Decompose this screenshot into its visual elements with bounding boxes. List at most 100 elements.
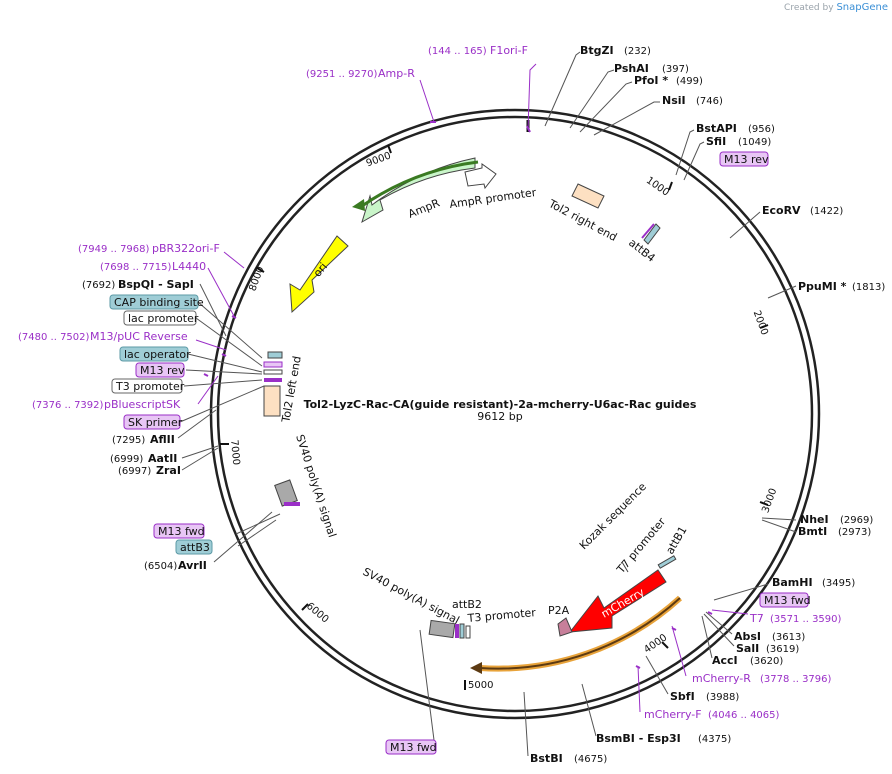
leader-line (179, 301, 435, 741)
enzyme-position: (3988) (706, 692, 739, 703)
leader-line (523, 691, 529, 757)
tag-label[interactable]: M13 rev (140, 364, 185, 377)
primer-name[interactable]: Amp-R (378, 67, 415, 80)
enzyme-position: (4675) (574, 754, 607, 765)
enzyme-name[interactable]: BamHI (772, 576, 813, 589)
tol2-left-feature[interactable] (263, 385, 281, 417)
tag-label[interactable]: SK primer (128, 416, 183, 429)
leader-line (713, 583, 769, 601)
tick-mark (387, 144, 392, 154)
feature-tags: M13 rev CAP binding site lac promoter la… (109, 151, 811, 755)
enzyme-position: (3619) (766, 644, 799, 655)
tick-label: 3000 (760, 487, 779, 515)
p2a-label: P2A (548, 604, 570, 617)
primer-name[interactable]: F1ori-F (490, 44, 528, 57)
t3-promoter-mark (263, 369, 283, 375)
enzyme-name[interactable]: AflII (150, 433, 175, 446)
enzyme-name[interactable]: SbfI (670, 690, 695, 703)
tol2-right-feature[interactable] (571, 183, 605, 209)
enzyme-name[interactable]: BmtI (798, 525, 827, 538)
leader-line (675, 129, 695, 176)
attb3-mark (284, 502, 300, 506)
attb4-primer-mark (641, 223, 655, 239)
tag-box (111, 378, 183, 394)
attb4-label: attB4 (626, 236, 658, 265)
tag-label[interactable]: T3 promoter (115, 380, 185, 393)
primer-name[interactable]: pBR322ori-F (152, 242, 220, 255)
attb2-label: attB2 (452, 598, 482, 611)
enzyme-name[interactable]: AbsI (734, 630, 761, 643)
enzyme-name[interactable]: AatII (148, 452, 177, 465)
enzyme-name[interactable]: BstBI (530, 752, 563, 765)
mcherry-feature[interactable] (568, 569, 667, 633)
enzyme-position: (2969) (840, 515, 873, 526)
sv40-bottom-feature[interactable] (428, 619, 456, 639)
tag-box (135, 362, 185, 378)
enzyme-name[interactable]: BsmBI - Esp3I (596, 732, 681, 745)
leader-line (593, 101, 660, 136)
tag-label[interactable]: M13 fwd (158, 525, 205, 538)
enzyme-name[interactable]: SfiI (706, 135, 726, 148)
enzyme-position: (6997) (118, 466, 151, 477)
primer-name[interactable]: T7 (749, 612, 764, 625)
ori-feature[interactable] (289, 235, 349, 314)
primer-name[interactable]: mCherry-R (692, 672, 751, 685)
primer-mark (203, 373, 209, 377)
credit-prefix: Created by (784, 3, 834, 13)
enzyme-name[interactable]: NsiI (662, 94, 686, 107)
primer-name[interactable]: mCherry-F (644, 708, 702, 721)
kozak-mark (621, 561, 629, 573)
enzyme-name[interactable]: AccI (712, 654, 738, 667)
primer-name[interactable]: M13/pUC Reverse (90, 330, 188, 343)
tick-label: 4000 (642, 632, 669, 656)
snapgene-credit: Created by SnapGene (784, 2, 888, 13)
enzyme-name[interactable]: SalI (736, 642, 759, 655)
mcherry-cds-arrowhead (470, 662, 482, 674)
enzyme-name[interactable]: BstAPI (696, 122, 737, 135)
enzyme-position: (6999) (110, 454, 143, 465)
attb4-feature[interactable] (643, 223, 661, 245)
enzyme-name[interactable]: BspQI - SapI (118, 278, 194, 291)
tag-box (119, 346, 189, 362)
enzyme-position: (397) (662, 64, 689, 75)
primer-leader (527, 63, 537, 131)
tag-label[interactable]: lac promoter (128, 312, 199, 325)
enzyme-position: (7692) (82, 280, 115, 291)
sv40-bottom-label: SV40 poly(A) signal (361, 565, 462, 627)
tag-label[interactable]: lac operator (124, 348, 191, 361)
leader-line (703, 613, 735, 647)
enzyme-name[interactable]: BtgZI (580, 44, 614, 57)
tag-label[interactable]: CAP binding site (114, 296, 204, 309)
p2a-feature[interactable] (557, 617, 573, 637)
enzyme-name[interactable]: PpuMI * (798, 280, 847, 293)
tag-label[interactable]: M13 fwd (764, 594, 811, 607)
enzyme-name[interactable]: NheI (800, 513, 829, 526)
enzyme-name[interactable]: PfoI * (634, 74, 668, 87)
primer-range: (144 .. 165) (428, 46, 487, 57)
enzyme-position: (1422) (810, 206, 843, 217)
tag-label[interactable]: M13 fwd (390, 741, 437, 754)
primer-name[interactable]: pBluescriptSK (104, 398, 181, 411)
leader-line (729, 211, 761, 239)
primer-leader (197, 375, 219, 405)
primer-name[interactable]: L4440 (172, 260, 206, 273)
enzyme-name[interactable]: ZraI (156, 464, 181, 477)
primer-range: (7698 .. 7715) (100, 262, 172, 273)
enzyme-name[interactable]: AvrII (178, 559, 207, 572)
ampr-promoter-arrow[interactable] (464, 163, 497, 190)
tag-label[interactable]: attB3 (180, 541, 210, 554)
enzyme-name[interactable]: EcoRV (762, 204, 801, 217)
plasmid-length: 9612 bp (477, 410, 522, 423)
primer-leader (637, 665, 641, 713)
leader-line (579, 81, 633, 133)
leader-line (569, 69, 615, 129)
attb1-feature[interactable] (657, 555, 677, 569)
enzyme-name[interactable]: PshAI (614, 62, 649, 75)
backbone-inner (216, 115, 814, 713)
tag-box (759, 592, 809, 608)
tick-label: 8000 (247, 265, 266, 293)
tag-label[interactable]: M13 rev (724, 153, 769, 166)
primer-range: (9251 .. 9270) (306, 69, 378, 80)
primer-mark (526, 125, 531, 133)
